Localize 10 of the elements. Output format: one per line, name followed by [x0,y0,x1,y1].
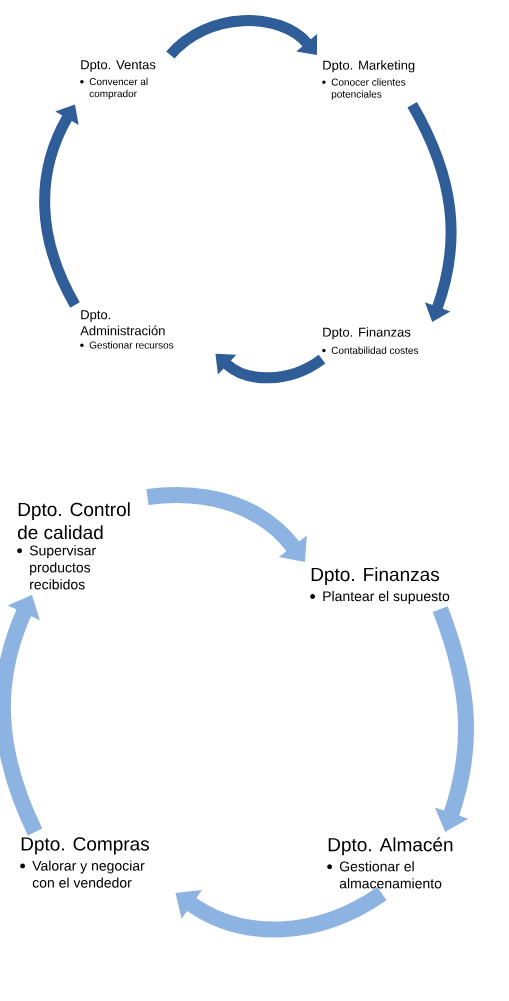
curved-arrow [146,487,307,562]
department-text: Dpto. Finanzas Plantear el supuesto [310,567,450,604]
department-text: Dpto. Almacén Gestionar el almacenamiento [327,837,453,889]
department-text: Dpto. Administración Gestionar recursos [80,310,174,349]
department-text: Dpto. Ventas Convencer al comprador [80,60,156,100]
department-text: Dpto. Finanzas Contabilidad costes [322,327,419,354]
department-text: Dpto. Compras Valorar y negociar con el vendedor [20,837,149,888]
department-text: Dpto. Marketing Conocer clientes potenciales [322,60,415,100]
curved-arrow [166,15,318,59]
department-text: Dpto. Control de calidad Supervisar productos recibidos [17,502,130,590]
